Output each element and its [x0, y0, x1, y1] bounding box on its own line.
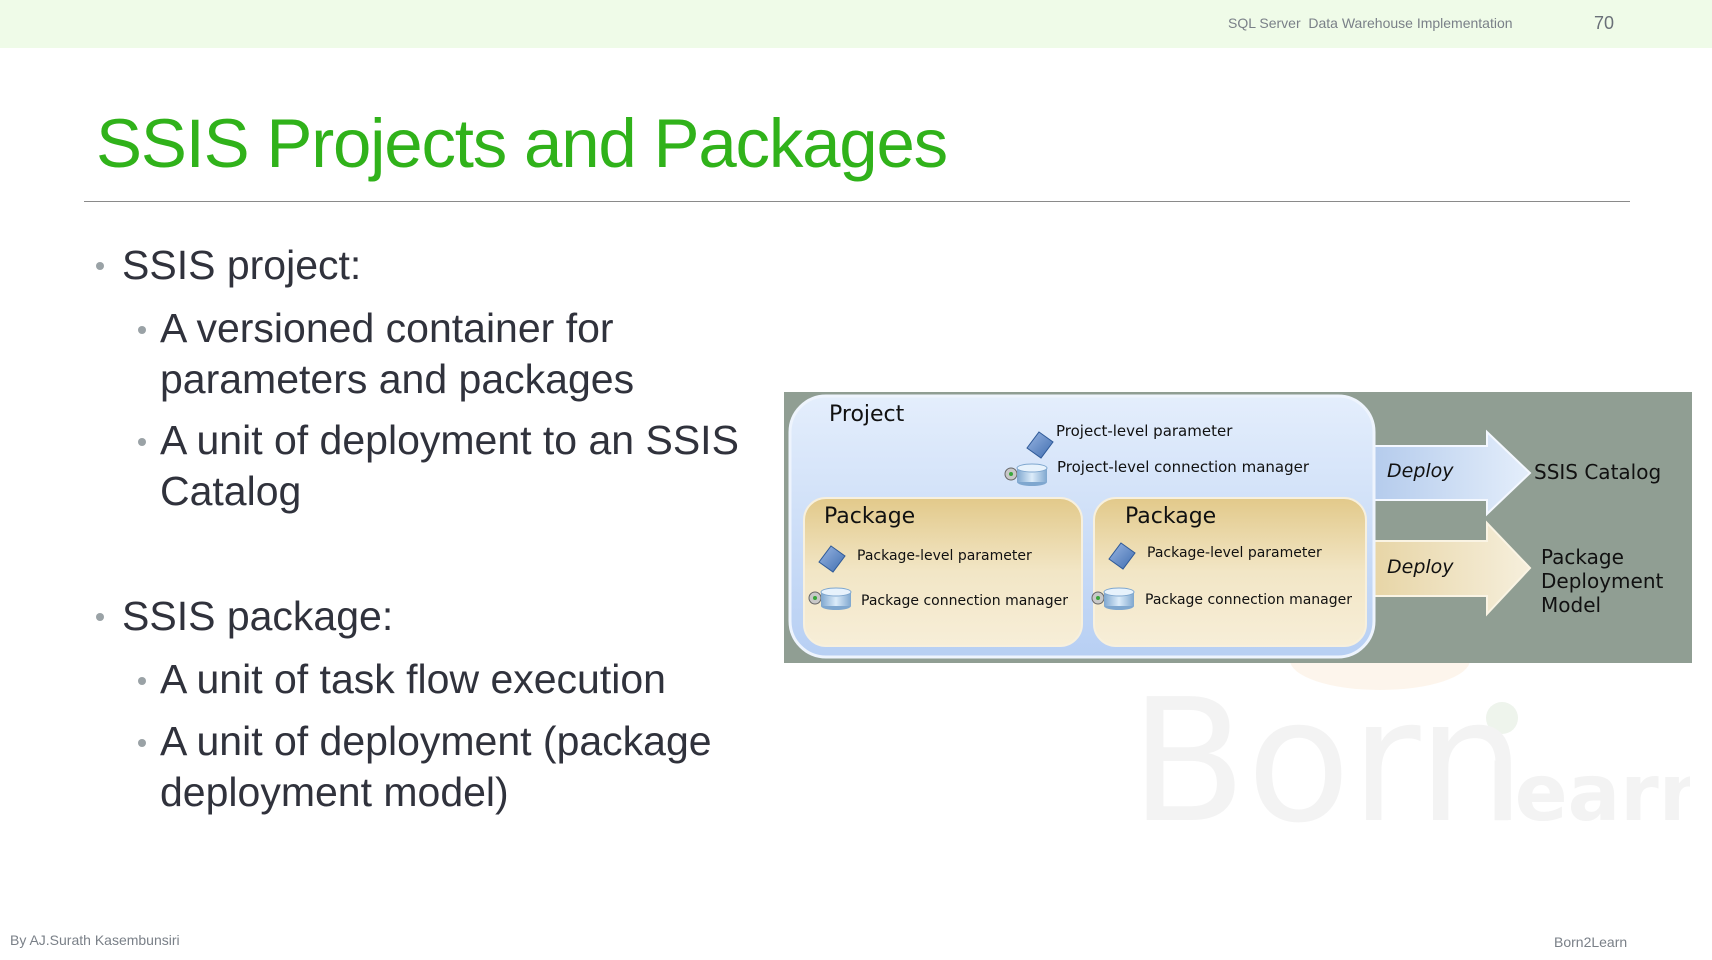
ssis-catalog-label: SSIS Catalog: [1534, 460, 1662, 484]
deployment-diagram: Project Project-level parameter Project-…: [784, 392, 1692, 663]
sub-bullet-versioned-container: A versioned container for parameters and…: [134, 303, 634, 405]
project-connection-icon: [1004, 463, 1048, 486]
slide-title: SSIS Projects and Packages: [96, 105, 948, 182]
bullet-dot: [138, 677, 146, 685]
bullet-dot: [96, 262, 104, 270]
deploy-arrow-package-model: [1361, 520, 1532, 617]
bullet-dot: [96, 613, 104, 621]
package-connection-label-2: Package connection manager: [1145, 592, 1352, 608]
bullet-dot: [138, 438, 146, 446]
watermark-text-learn: learn: [1488, 749, 1690, 839]
package-parameter-icon-1: [818, 545, 846, 573]
package-parameter-icon-2: [1108, 542, 1136, 570]
deploy-label-package-model: Deploy: [1387, 556, 1454, 578]
deploy-arrow-catalog: [1371, 429, 1532, 517]
package-connection-icon-2: [1091, 587, 1135, 610]
bullet-ssis-package: SSIS package:: [96, 591, 393, 641]
package-deployment-model-label: Package Deployment Model: [1541, 545, 1664, 617]
bullet-ssis-project: SSIS project:: [96, 240, 361, 290]
project-label: Project: [829, 402, 905, 427]
bullet-dot: [138, 326, 146, 334]
course-title: SQL Server Data Warehouse Implementation: [1228, 15, 1513, 31]
package-label-1: Package: [824, 504, 916, 529]
born2learn-watermark-logo: Born learn: [1130, 640, 1690, 840]
package-parameter-label-1: Package-level parameter: [857, 548, 1032, 564]
project-parameter-label: Project-level parameter: [1056, 422, 1233, 440]
project-connection-label: Project-level connection manager: [1057, 458, 1310, 476]
page-number: 70: [1594, 13, 1615, 33]
sub-bullet-unit-of-deployment-catalog: A unit of deployment to an SSIS Catalog: [134, 415, 739, 517]
sub-bullet-unit-of-deployment-package: A unit of deployment (package deployment…: [134, 716, 712, 818]
header-bar: [0, 0, 1712, 48]
package-parameter-label-2: Package-level parameter: [1147, 545, 1322, 561]
sub-bullet-task-flow-execution: A unit of task flow execution: [134, 654, 666, 705]
diagram-shapes: [788, 394, 1532, 659]
project-parameter-icon: [1026, 431, 1054, 459]
footer-author: By AJ.Surath Kasembunsiri: [10, 932, 180, 948]
package-box-1: [803, 497, 1083, 647]
bullet-dot: [138, 739, 146, 747]
watermark-text-born: Born: [1130, 663, 1525, 840]
package-label-2: Package: [1125, 504, 1217, 529]
package-connection-label-1: Package connection manager: [861, 593, 1068, 609]
package-box-2: [1093, 497, 1367, 647]
footer-brand: Born2Learn: [1554, 934, 1628, 950]
title-divider: [84, 201, 1630, 202]
package-connection-icon-1: [808, 587, 852, 610]
deploy-label-catalog: Deploy: [1387, 460, 1454, 482]
